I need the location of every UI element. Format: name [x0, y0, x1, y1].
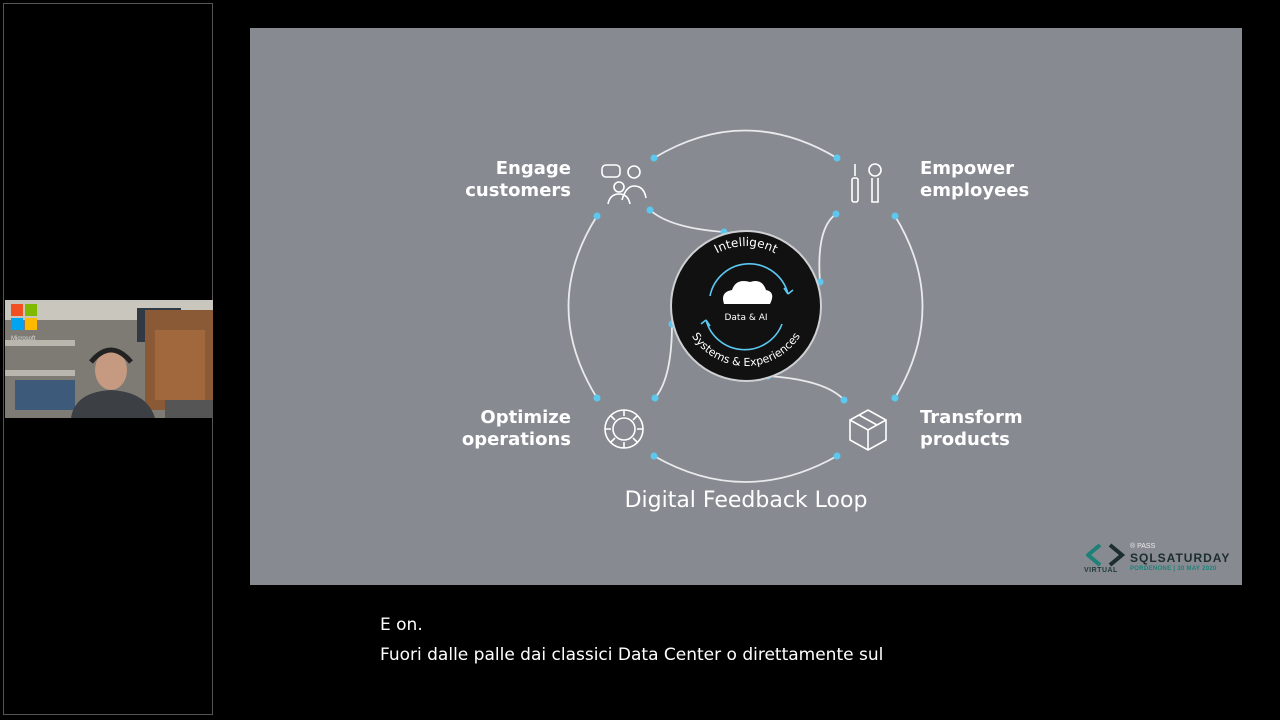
badge-sub: PORDENONE | 30 MAY 2020 — [1130, 566, 1217, 572]
slide-title: Digital Feedback Loop — [624, 488, 868, 513]
connector-dots — [593, 154, 899, 460]
customers-icon — [601, 164, 647, 205]
empower-employees-label: Empower employees — [920, 158, 1030, 201]
gear-cycle-icon — [604, 409, 644, 449]
box-icon — [849, 409, 887, 451]
connector-optimize — [654, 323, 673, 399]
badge-virtual: VIRTUAL — [1084, 567, 1118, 574]
center-inner-text: Data & AI — [724, 313, 767, 323]
center-top-text: Intelligent — [712, 235, 780, 256]
sqlsaturday-logo-icon — [1086, 543, 1126, 567]
connector-engage — [649, 209, 725, 233]
microsoft-logo-text: Microsoft — [11, 336, 36, 342]
cloud-icon — [723, 281, 773, 304]
tools-icon — [851, 163, 882, 203]
loop-arc-bottom — [653, 455, 838, 483]
optimize-operations-label: Optimize operations — [461, 407, 571, 450]
loop-arc-top — [653, 129, 838, 159]
loop-arc-right — [894, 215, 924, 399]
transform-products-label: Transform products — [920, 407, 1023, 450]
connector-transform — [767, 375, 845, 401]
engage-customers-label: Engage customers — [465, 158, 571, 201]
center-hub: Intelligent Systems & Experiences Data &… — [670, 230, 822, 382]
sqlsaturday-badge: VIRTUAL ® PASS SQLSATURDAY PORDENONE | 3… — [1084, 543, 1234, 577]
badge-name: SQLSATURDAY — [1130, 551, 1231, 565]
webcam-video[interactable]: Microsoft — [5, 300, 213, 418]
connector-empower — [818, 213, 837, 283]
badge-pass: ® PASS — [1130, 543, 1156, 550]
loop-arc-left — [567, 215, 598, 399]
caption-line-2: Fuori dalle palle dai classici Data Cent… — [380, 645, 884, 665]
caption-line-1: E on. — [380, 615, 423, 635]
presentation-slide: Intelligent Systems & Experiences Data &… — [250, 28, 1242, 585]
